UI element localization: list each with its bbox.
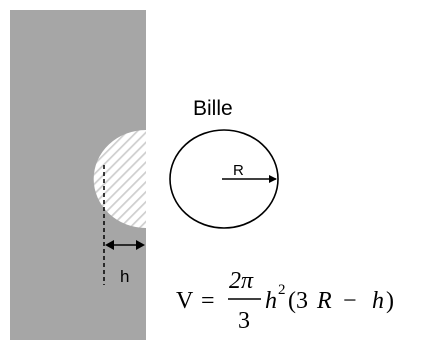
- formula-numerator: 2π: [229, 268, 254, 294]
- radius-label: R: [233, 162, 244, 179]
- formula-exponent: 2: [278, 282, 286, 298]
- volume-formula: V = 2π 3 h 2 (3 R − h ): [176, 268, 394, 334]
- ball-circle: [169, 129, 279, 229]
- formula-denominator: 3: [238, 308, 250, 334]
- depth-label: h: [120, 267, 129, 286]
- formula-paren-open: (3: [288, 288, 308, 314]
- depth-arrow-left-head: [105, 240, 114, 250]
- depth-arrow-right-head: [136, 240, 145, 250]
- formula-equals: =: [201, 288, 215, 314]
- formula-paren-close: ): [386, 288, 394, 314]
- indentation-cap: [93, 130, 146, 228]
- formula-lhs: V: [176, 288, 194, 314]
- ball-label: Bille: [193, 97, 233, 120]
- formula-R: R: [316, 288, 332, 314]
- formula-minus: −: [343, 288, 357, 314]
- formula-h: h: [265, 288, 277, 314]
- formula-h2: h: [372, 288, 384, 314]
